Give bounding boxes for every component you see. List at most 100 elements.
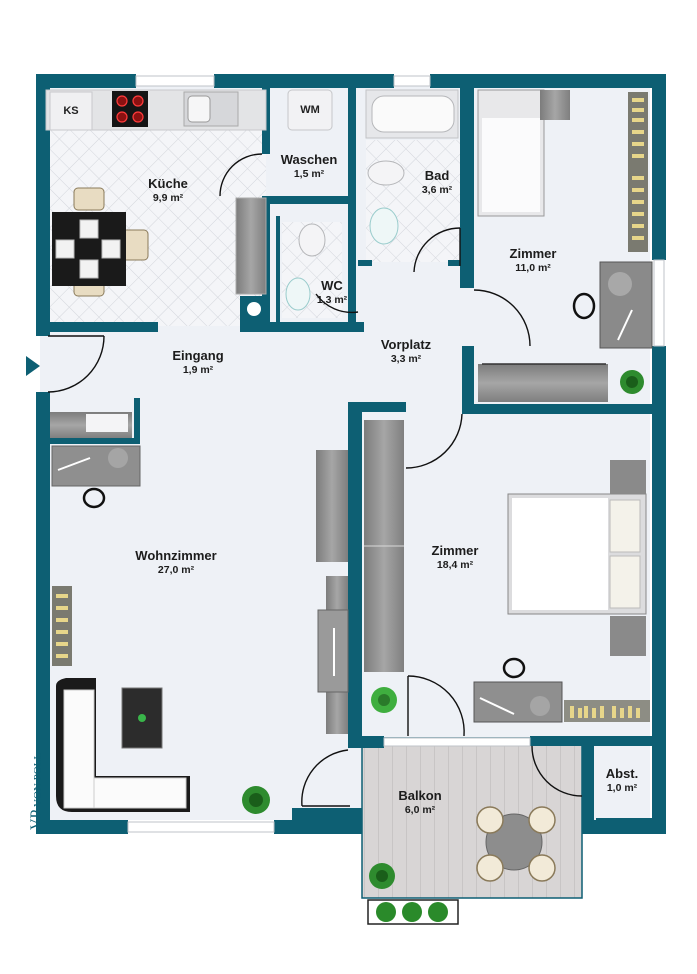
chair [73,187,105,211]
wall [46,438,140,444]
entrance-arrow-icon [26,356,40,376]
wall [652,74,666,260]
room-label-zimmer-2: Zimmer 18,4 m² [432,543,479,571]
wall [36,74,50,336]
wall [348,736,384,748]
washing-machine [287,89,333,131]
office-chair [502,657,526,679]
wall [292,808,362,822]
wall [348,402,406,412]
bad-door [413,227,461,273]
chair [476,854,504,882]
wall [460,84,474,288]
room-label-kueche: Küche 9,9 m² [148,176,188,204]
wall [36,392,50,834]
office-chair [82,487,106,509]
wall [262,196,348,204]
wall [462,346,474,410]
wall [596,818,666,832]
wall [240,322,364,332]
wall [530,736,666,746]
nightstand [610,460,646,500]
wall [36,820,128,834]
wall [448,260,474,266]
wall [36,74,136,88]
room-area: 1,3 m² [316,293,348,306]
wc-door [315,293,359,314]
toilet [367,160,405,186]
logo-text: VON POLL [32,752,44,807]
room-area: 6,0 m² [404,803,436,816]
pillow [609,555,641,609]
entrance-door [47,335,105,393]
room-name: Waschen [280,151,338,167]
room-area: 3,3 m² [390,352,422,365]
room-label-balkon: Balkon 6,0 m² [398,788,441,816]
nightstand [610,616,646,656]
office-chair [572,292,596,320]
room-area: 9,9 m² [152,191,184,204]
room-label-abst: Abst. 1,0 m² [606,766,639,794]
wall [276,216,280,322]
room-area: 18,4 m² [436,558,474,571]
nightstand [540,90,570,120]
washbasin [285,277,311,311]
wc-fixtures [285,223,326,311]
room1-furniture [477,89,653,402]
pillow [609,499,641,553]
wall [582,736,594,832]
balcony-door-living [301,749,349,807]
room-area: 27,0 m² [157,563,195,576]
room-label-waschen: Waschen 1,5 m² [281,152,338,180]
room-label-wc: WC 1,3 m² [317,278,347,306]
room-label-eingang: Eingang 1,9 m² [172,348,223,376]
walls [36,74,666,834]
kitchen-cabinet [235,197,267,295]
room-name: Vorplatz [380,336,432,352]
chair [528,854,556,882]
room-area: 11,0 m² [515,261,551,274]
room-name: Zimmer [431,542,479,558]
wall [36,322,158,332]
room-name: Zimmer [509,245,557,261]
wall [214,74,394,88]
wardrobe [478,364,608,402]
doors [47,153,583,807]
chair [476,806,504,834]
window [135,75,215,87]
fridge-label: KS [63,105,79,117]
room-name: Wohnzimmer [135,547,217,563]
room-area: 1,9 m² [182,363,214,376]
room-name: Balkon [398,787,442,803]
logo-mark: VP [28,809,45,830]
room-name: Abst. [605,765,639,781]
von-poll-logo: VP VON POLL [28,753,46,830]
wall [134,398,140,442]
room-label-bad: Bad 3,6 m² [422,168,452,196]
room-area: 3,6 m² [421,183,453,196]
room-name: Bad [424,167,450,183]
tv-cabinet [316,450,348,562]
window [393,75,431,87]
room-area: 1,0 m² [606,781,638,794]
room-name: Küche [148,175,188,191]
windows [127,75,665,833]
storage-floor [596,740,648,822]
room-label-vorplatz: Vorplatz 3,3 m² [381,337,431,365]
fridge [49,91,93,131]
chimney-opening [247,302,261,316]
wall [348,84,356,326]
room2-furniture [364,420,650,723]
chair [528,806,556,834]
washer-label: WM [300,104,320,116]
room-name: Eingang [172,347,224,363]
desk [51,445,141,487]
wall [358,260,372,266]
zimmer1-door [473,289,531,347]
bath-fixtures [365,89,459,245]
kitchen-furniture [45,89,268,322]
wall [462,404,666,414]
cooktop [112,91,148,127]
zimmer2-door [405,413,463,469]
